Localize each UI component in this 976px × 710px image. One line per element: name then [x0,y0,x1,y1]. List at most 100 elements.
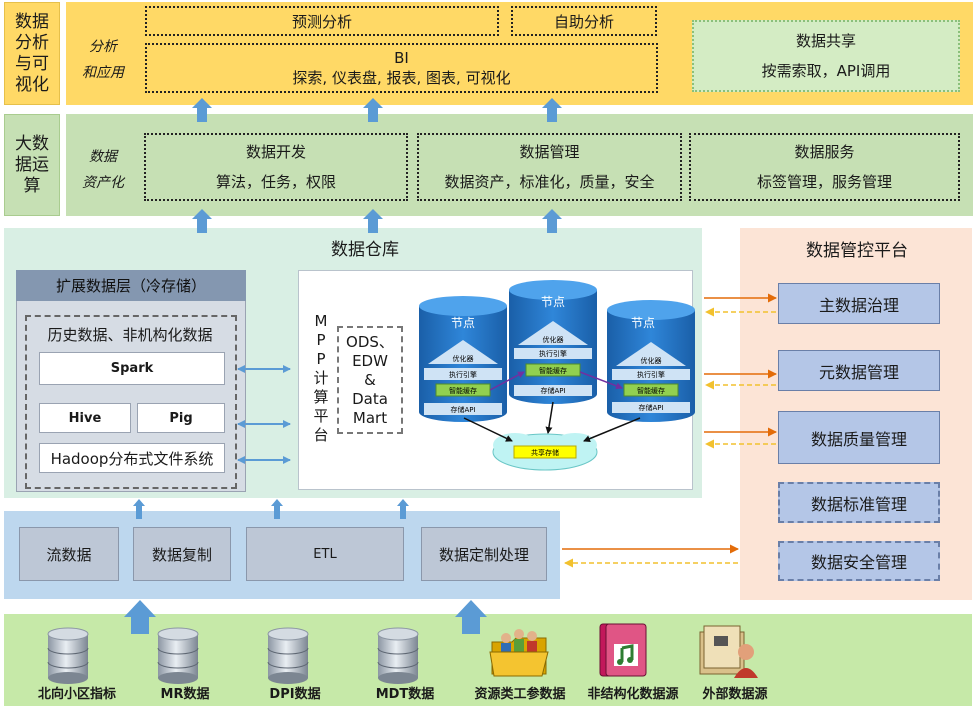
predict-analysis-box[interactable]: 预测分析 [145,6,499,36]
storage-api-label: 存储API [450,405,475,414]
mpp-node-left: 节点 优化器 执行引擎 智能缓存 存储API [419,296,507,422]
up-arrow [271,499,283,519]
gov-item-security[interactable]: 数据安全管理 [778,541,940,581]
dev-title: 数据开发 [245,143,306,161]
engine-bar [612,369,690,380]
source-label-north-cell: 北向小区指标 [37,686,116,702]
bi-title: BI [394,49,409,67]
node-cylinder-top [509,280,597,300]
big-up-arrow [124,600,156,634]
data-dev-box[interactable]: 数据开发 算法，任务，权限 [144,133,408,201]
mgmt-title: 数据管理 [519,143,580,161]
optimizer-label: 优化器 [641,356,662,365]
history-data-group [25,315,237,489]
storage-api-bar [514,385,592,396]
source-label-unstructured: 非结构化数据源 [587,686,679,702]
optimizer-tri [518,321,588,345]
storage-api-label: 存储API [540,386,565,395]
mgmt-items: 数据资产，标准化，质量，安全 [444,173,655,191]
engine-label: 执行引擎 [539,349,567,358]
layer-up-arrows [124,98,562,634]
database-icon [157,627,199,684]
up-arrow [542,98,562,122]
share-items: 按需索取，API调用 [761,62,891,80]
data-service-box[interactable]: 数据服务 标签管理，服务管理 [689,133,960,201]
node-cylinder-top [419,296,507,316]
source-label-resource: 资源类工参数据 [474,686,566,702]
people-folder-icon [489,629,549,677]
storage-link [583,417,641,442]
external-source-icon [699,625,758,678]
history-data-label: 历史数据、非机构化数据 [47,325,213,344]
storage-link [463,417,513,442]
ext-mpp-links [237,365,291,464]
database-icon [47,627,89,684]
ingest-stream[interactable]: 流数据 [19,527,119,581]
storage-api-label: 存储API [638,403,663,412]
node-title: 节点 [541,295,565,309]
extended-layer-title: 扩展数据层（冷存储） [16,270,246,301]
node-cylinder-top [607,300,695,320]
up-arrow [192,209,212,233]
pig-box[interactable]: Pig [137,403,225,433]
up-arrow [397,499,409,519]
up-arrow [363,98,383,122]
engine-bar [514,348,592,359]
bi-box[interactable]: BI 探索, 仪表盘, 报表, 图表, 可视化 [145,43,658,93]
source-label-mr: MR数据 [160,686,210,702]
mpp-label: M P P 计 算 平 台 [313,311,329,444]
ingest-etl[interactable]: ETL [246,527,404,581]
governance-arrows [562,293,777,568]
optimizer-label: 优化器 [543,335,564,344]
cache-label: 智能缓存 [539,366,567,375]
hadoop-box[interactable]: Hadoop分布式文件系统 [39,443,225,473]
cache-sync-arrow [579,371,623,390]
storage-link [545,401,554,434]
mpp-node-center: 节点 优化器 执行引擎 智能缓存 存储API [509,280,597,404]
node-title: 节点 [631,316,655,330]
engine-label: 执行引擎 [449,370,477,379]
ops-side-label: 大数 据运 算 [4,114,60,216]
optimizer-tri [616,342,686,366]
bi-items: 探索, 仪表盘, 报表, 图表, 可视化 [292,69,511,87]
shared-storage-label: 共享存储 [531,448,559,457]
engine-label: 执行引擎 [637,370,665,379]
self-service-analysis-box[interactable]: 自助分析 [511,6,657,36]
source-label-dpi: DPI数据 [269,686,321,702]
shared-storage-cloud: 共享存储 [492,433,598,471]
cache-label: 智能缓存 [449,386,477,395]
up-arrow [363,209,383,233]
up-arrow [192,98,212,122]
optimizer-label: 优化器 [453,354,474,363]
ingest-custom[interactable]: 数据定制处理 [421,527,547,581]
hive-box[interactable]: Hive [39,403,131,433]
gov-item-quality[interactable]: 数据质量管理 [778,411,940,464]
storage-api-bar [612,402,690,413]
media-book-icon [599,623,647,677]
data-mgmt-box[interactable]: 数据管理 数据资产，标准化，质量，安全 [417,133,682,201]
gov-item-master-data[interactable]: 主数据治理 [778,283,940,324]
spark-box[interactable]: Spark [39,352,225,385]
gov-item-metadata[interactable]: 元数据管理 [778,350,940,391]
gov-item-standard[interactable]: 数据标准管理 [778,482,940,523]
cache-block [623,383,679,397]
up-arrow [542,209,562,233]
data-share-box[interactable]: 数据共享 按需索取，API调用 [692,20,960,92]
engine-bar [424,368,502,380]
warehouse-title: 数据仓库 [331,239,399,260]
mpp-node-right: 节点 优化器 执行引擎 智能缓存 存储API [607,300,695,422]
analysis-sub-label: 分析 和应用 [82,39,124,81]
svc-items: 标签管理，服务管理 [756,173,892,191]
ingest-replication[interactable]: 数据复制 [133,527,231,581]
database-icon [267,627,309,684]
ods-edw-box[interactable]: ODS、 EDW & Data Mart [337,326,403,434]
cache-sync-arrow [489,371,525,391]
cache-label: 智能缓存 [637,386,665,395]
analysis-side-label: 数据 分析 与可 视化 [4,2,60,105]
share-title: 数据共享 [795,32,856,50]
svc-title: 数据服务 [794,143,855,161]
storage-api-bar [424,403,502,415]
database-icon [377,627,419,684]
source-label-mdt: MDT数据 [375,686,435,702]
